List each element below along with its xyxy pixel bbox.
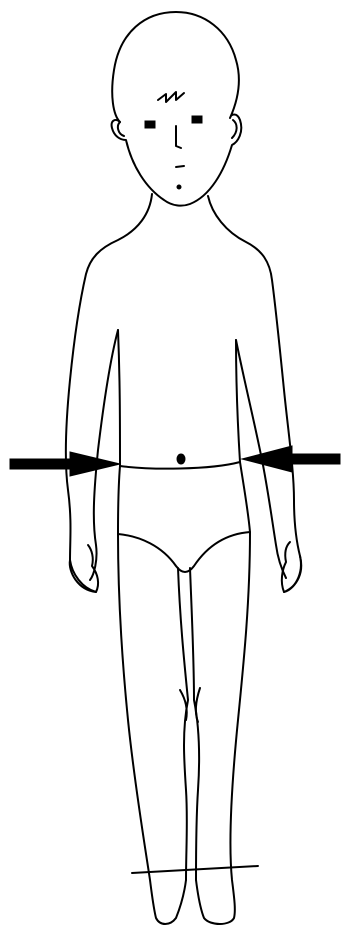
right-ear: [232, 120, 237, 138]
left-leg-inner: [178, 568, 188, 880]
right-leg-inner: [190, 568, 199, 880]
right-arrow-head: [242, 446, 292, 472]
navel: [177, 454, 185, 464]
underwear-outline: [118, 462, 250, 572]
ground-line: [132, 866, 258, 873]
left-neck-shoulder: [66, 194, 152, 592]
right-leg-outer: [196, 532, 250, 924]
underwear: [118, 462, 250, 572]
head: [112, 12, 242, 206]
left-leg-outer: [118, 534, 186, 924]
right-eye: [192, 116, 202, 123]
left-knee: [180, 690, 187, 720]
left-ear: [118, 122, 124, 136]
nose: [176, 126, 181, 148]
right-knee: [196, 688, 200, 722]
left-torso-side: [118, 330, 120, 466]
left-eye: [145, 121, 155, 128]
torso: [66, 194, 301, 592]
waist-arrows: [10, 446, 340, 476]
left-inner-arm: [90, 330, 118, 580]
hair-tuft: [158, 92, 184, 102]
chin-mark: [177, 185, 181, 189]
legs: [118, 532, 258, 924]
right-neck-shoulder: [208, 196, 301, 592]
head-outline: [112, 12, 242, 206]
mouth: [176, 166, 184, 167]
